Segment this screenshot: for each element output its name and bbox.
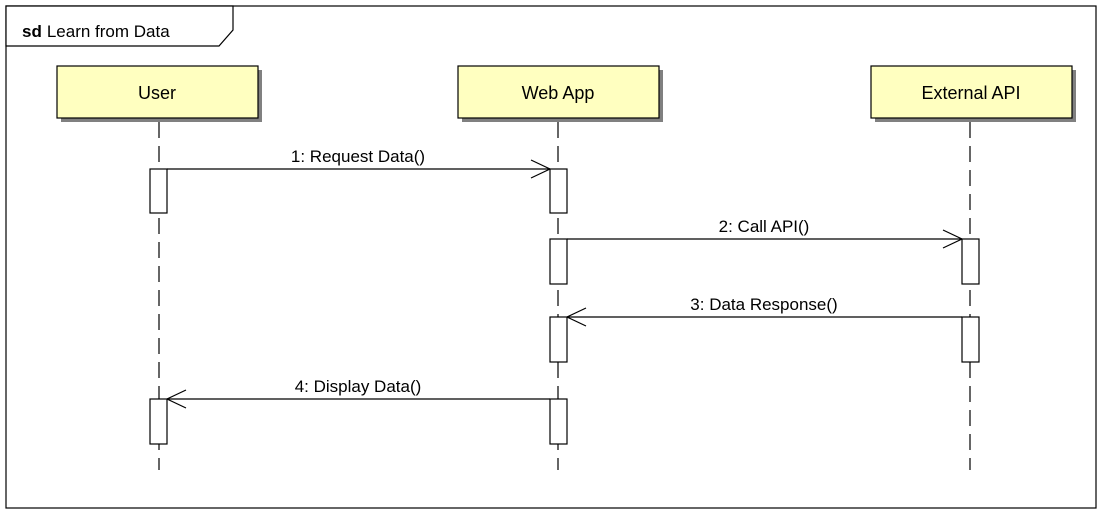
lifeline-webapp[interactable]: Web App: [457, 65, 663, 122]
message-2[interactable]: 2: Call API(): [567, 217, 964, 249]
lifeline-user-label: User: [138, 83, 176, 103]
message-4-arrowhead: [165, 389, 187, 409]
message-3-label: 3: Data Response(): [690, 295, 837, 314]
message-4[interactable]: 4: Display Data(): [165, 377, 550, 409]
lifeline-webapp-label: Web App: [522, 83, 595, 103]
frame-keyword: sd: [22, 22, 42, 41]
activation-webapp-4: [549, 398, 568, 445]
message-3-arrowhead: [565, 307, 587, 327]
message-4-label: 4: Display Data(): [295, 377, 422, 396]
activation-webapp-1: [549, 168, 568, 214]
lifeline-user[interactable]: User: [56, 65, 262, 122]
activation-user-2: [149, 398, 168, 445]
activation-api-2: [961, 316, 980, 363]
lifeline-api[interactable]: External API: [870, 65, 1076, 122]
lifeline-user-head: [56, 65, 259, 119]
message-1-arrowhead: [530, 159, 552, 179]
activation-user-1: [149, 168, 168, 214]
message-2-label: 2: Call API(): [719, 217, 810, 236]
message-2-arrowhead: [942, 229, 964, 249]
activation-webapp-2: [549, 238, 568, 285]
lifeline-api-label: External API: [921, 83, 1020, 103]
activation-api-1: [961, 238, 980, 285]
message-3[interactable]: 3: Data Response(): [565, 295, 962, 327]
activation-webapp-3: [549, 316, 568, 363]
message-1-label: 1: Request Data(): [291, 147, 425, 166]
frame-name: Learn from Data: [47, 22, 170, 41]
frame-title-tab: [5, 5, 234, 47]
lifeline-api-head: [870, 65, 1073, 119]
message-1[interactable]: 1: Request Data(): [167, 147, 552, 179]
frame-title: sd Learn from Data: [22, 22, 170, 41]
lifeline-webapp-head: [457, 65, 660, 119]
